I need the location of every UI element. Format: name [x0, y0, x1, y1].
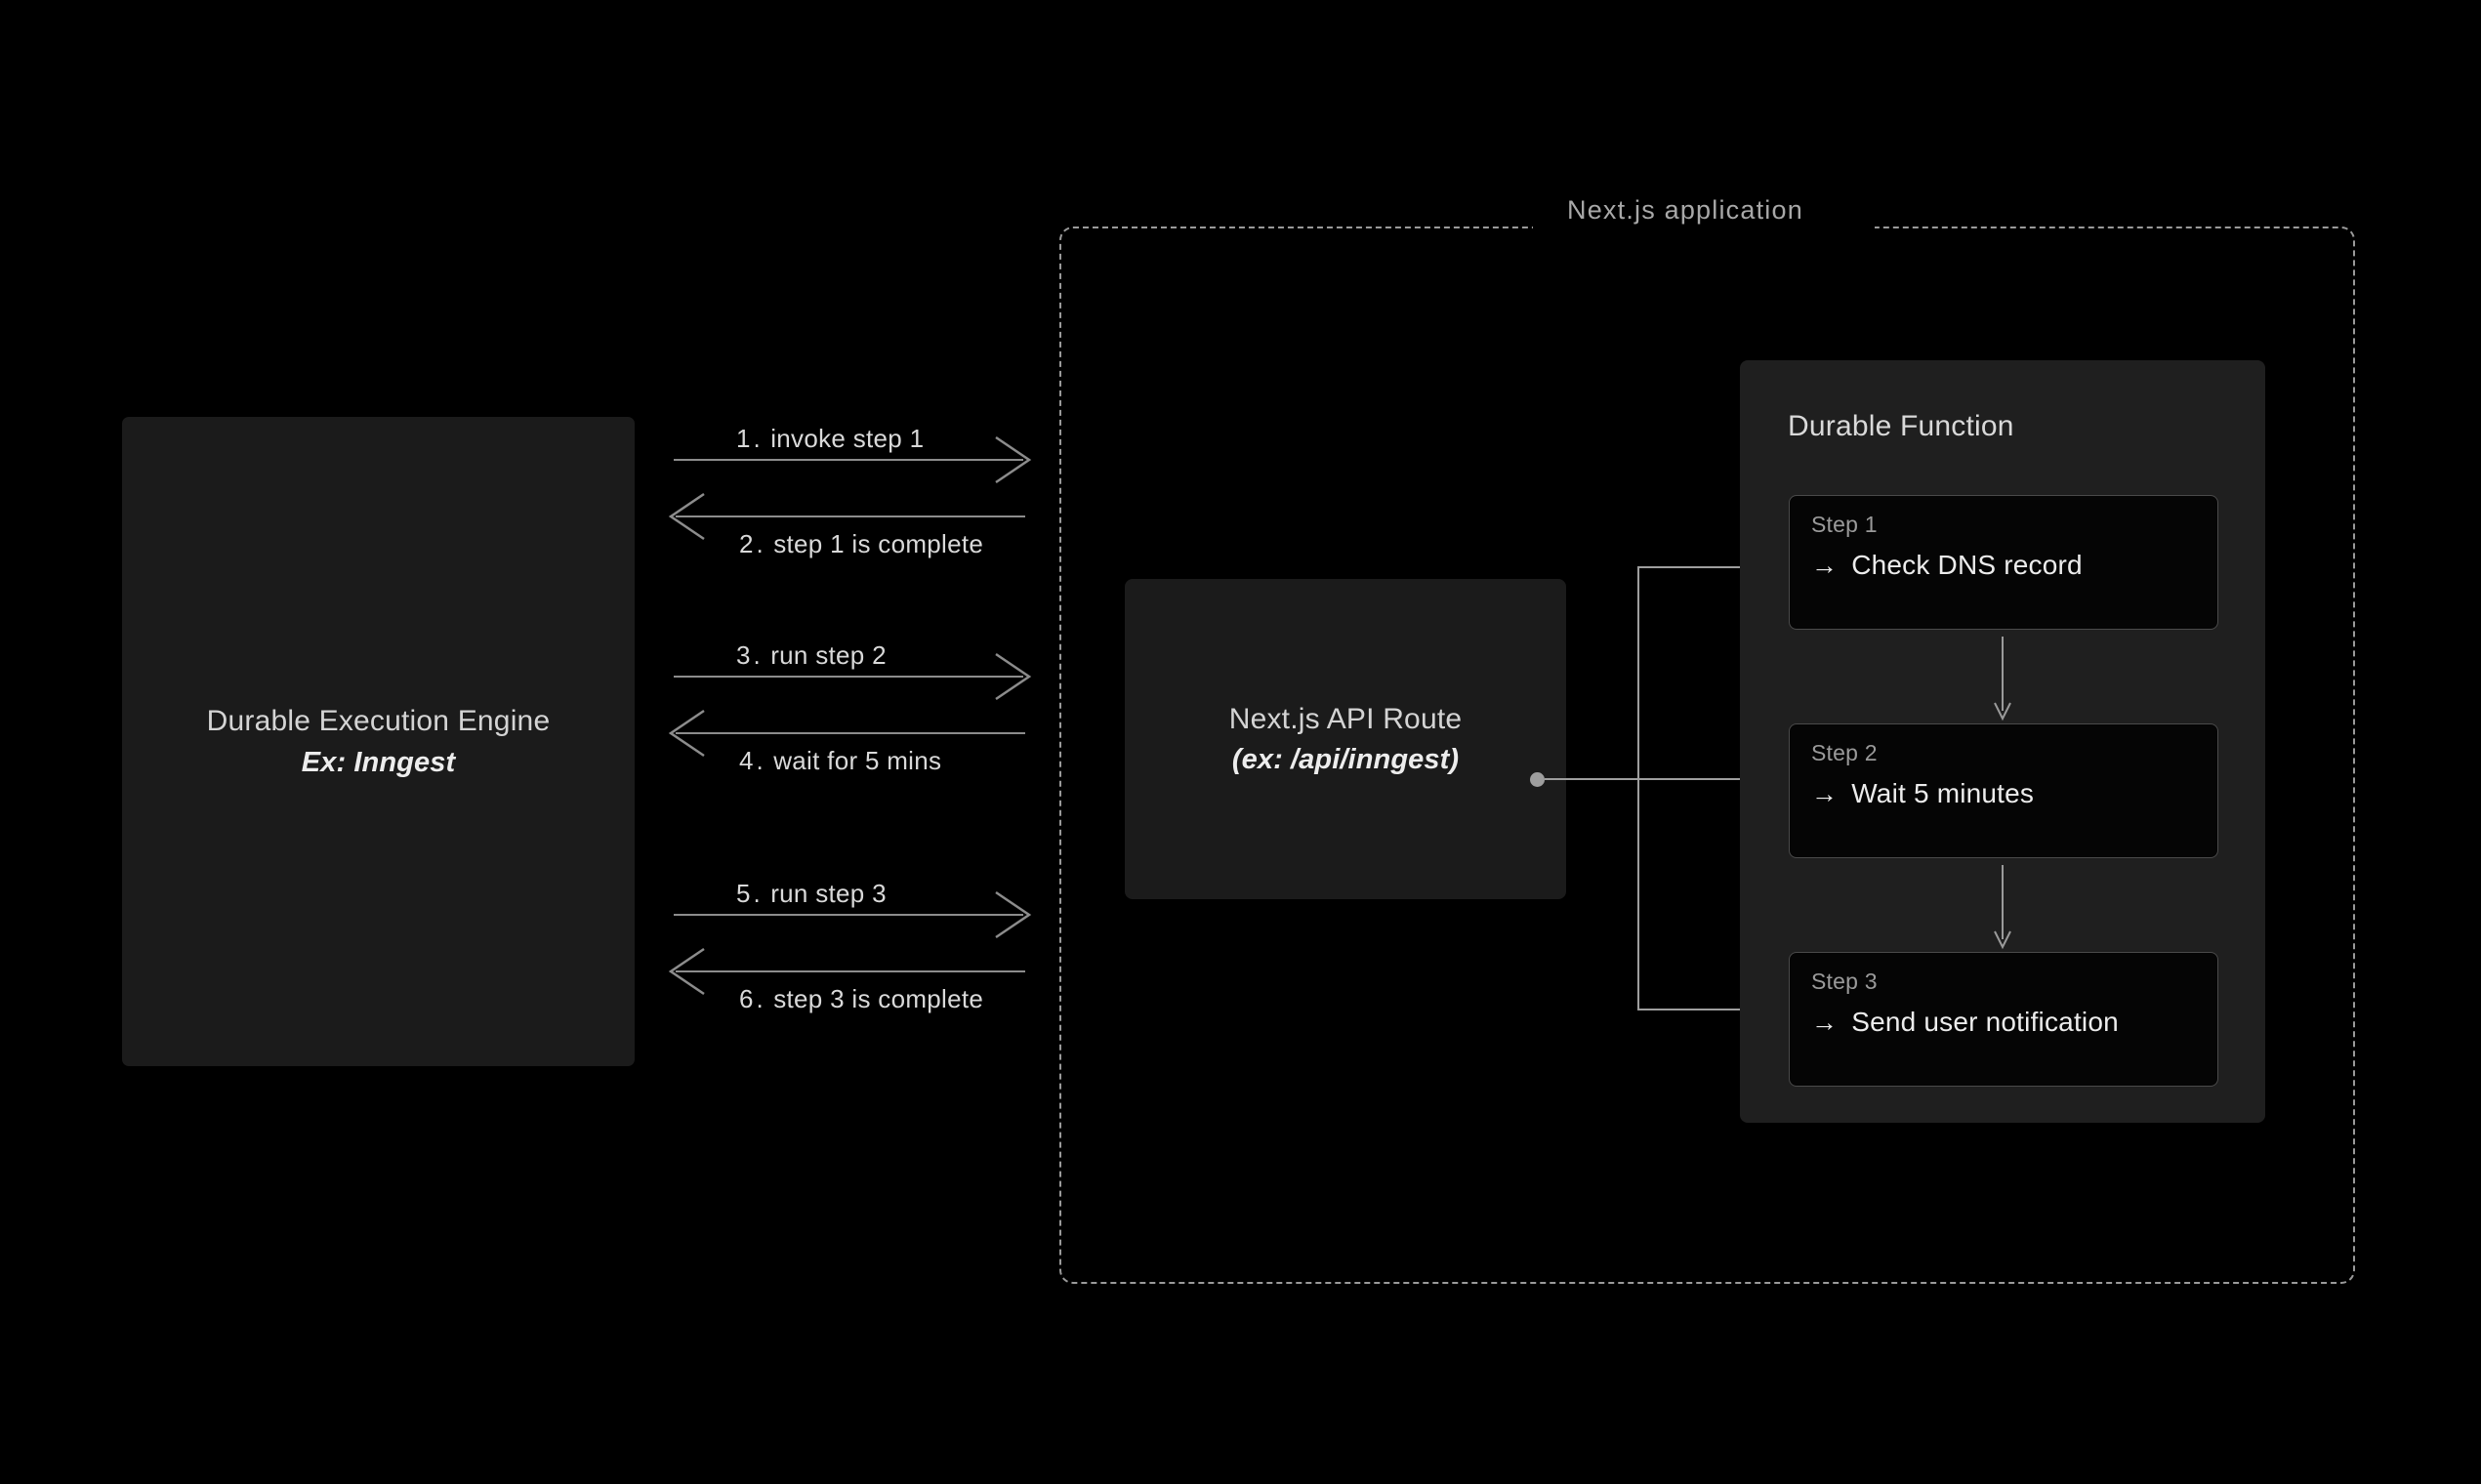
sequence-line-4 [676, 732, 1025, 734]
step-1-kicker: Step 1 [1811, 512, 1878, 537]
step-3-label: Send user notification [1851, 1007, 2119, 1037]
sequence-text-5: run step 3 [770, 879, 887, 908]
connector-trunk-vertical [1637, 566, 1639, 1010]
connector-dot [1530, 772, 1545, 787]
sequence-label-4: 4. wait for 5 mins [739, 746, 941, 776]
sequence-text-6: step 3 is complete [773, 984, 984, 1013]
sequence-text-1: invoke step 1 [770, 424, 925, 453]
arrow-right-icon: → [1811, 550, 1839, 580]
flow-arrow-step1-to-step2 [1994, 637, 2011, 721]
connector-line-to-step-2 [1545, 778, 1797, 780]
flow-arrow-step2-to-step3 [1994, 865, 2011, 950]
nextjs-api-route-subtitle: (ex: /api/inngest) [1231, 743, 1460, 775]
sequence-text-4: wait for 5 mins [773, 746, 942, 775]
nextjs-api-route-box: Next.js API Route (ex: /api/inngest) [1125, 579, 1566, 899]
arrow-head-left-2 [668, 492, 705, 541]
step-card-2[interactable]: Step 2 → Wait 5 minutes [1789, 723, 2218, 858]
durable-function-title: Durable Function [1788, 410, 2014, 442]
connector-line-to-step-1 [1637, 566, 1797, 568]
sequence-line-1 [674, 459, 1023, 461]
arrow-head-right-5 [995, 890, 1032, 939]
arrow-head-right-1 [995, 435, 1032, 484]
sequence-text-3: run step 2 [770, 640, 887, 670]
step-card-1[interactable]: Step 1 → Check DNS record [1789, 495, 2218, 630]
arrow-head-left-4 [668, 709, 705, 758]
frame-title-gap [1533, 217, 1875, 238]
sequence-label-2: 2. step 1 is complete [739, 529, 983, 559]
sequence-number-2: 2. [739, 529, 766, 558]
sequence-label-6: 6. step 3 is complete [739, 984, 983, 1014]
step-2-label: Wait 5 minutes [1851, 778, 2035, 808]
durable-execution-engine-title: Durable Execution Engine [206, 704, 551, 737]
sequence-number-1: 1. [736, 424, 764, 453]
step-1-label: Check DNS record [1851, 550, 2083, 580]
durable-execution-engine-box: Durable Execution Engine Ex: Inngest [122, 417, 635, 1066]
arrow-head-right-3 [995, 652, 1032, 701]
step-3-body: → Send user notification [1811, 1007, 2217, 1038]
nextjs-application-title: Next.js application [1567, 195, 1803, 225]
durable-execution-engine-subtitle: Ex: Inngest [301, 746, 456, 778]
sequence-label-1: 1. invoke step 1 [736, 424, 924, 454]
arrow-right-icon: → [1811, 1007, 1839, 1037]
step-2-body: → Wait 5 minutes [1811, 778, 2217, 809]
sequence-label-3: 3. run step 2 [736, 640, 887, 671]
step-2-kicker: Step 2 [1811, 740, 1878, 765]
connector-line-to-step-3 [1637, 1009, 1797, 1010]
sequence-line-2 [676, 515, 1025, 517]
sequence-number-3: 3. [736, 640, 764, 670]
sequence-line-3 [674, 676, 1023, 678]
step-1-body: → Check DNS record [1811, 550, 2217, 581]
step-3-kicker: Step 3 [1811, 969, 1878, 994]
sequence-number-5: 5. [736, 879, 764, 908]
arrow-right-icon: → [1811, 778, 1839, 808]
sequence-line-6 [676, 970, 1025, 972]
nextjs-api-route-title: Next.js API Route [1228, 702, 1463, 735]
sequence-label-5: 5. run step 3 [736, 879, 887, 909]
sequence-line-5 [674, 914, 1023, 916]
sequence-number-4: 4. [739, 746, 766, 775]
step-card-3[interactable]: Step 3 → Send user notification [1789, 952, 2218, 1087]
sequence-text-2: step 1 is complete [773, 529, 984, 558]
arrow-head-left-6 [668, 947, 705, 996]
sequence-number-6: 6. [739, 984, 766, 1013]
